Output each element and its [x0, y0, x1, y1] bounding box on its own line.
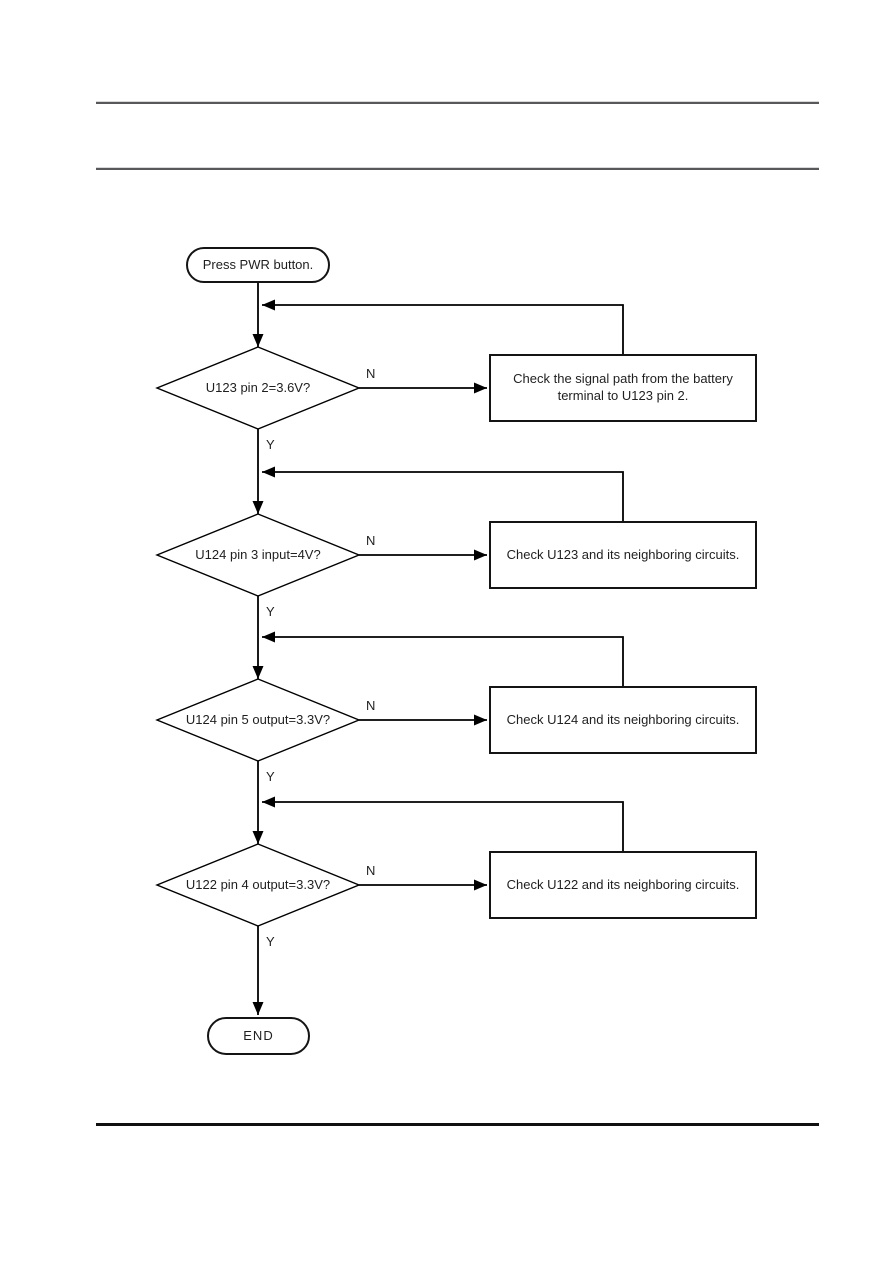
header-rule-bottom	[96, 168, 819, 170]
action-box-1: Check the signal path from the battery t…	[489, 354, 757, 422]
action-box-2: Check U123 and its neighboring circuits.	[489, 521, 757, 589]
action-box-2-label: Check U123 and its neighboring circuits.	[506, 546, 740, 562]
decision-3-label: U124 pin 5 output=3.3V?	[185, 712, 331, 727]
edge-feedback-1	[262, 299, 624, 354]
action-box-4: Check U122 and its neighboring circuits.	[489, 851, 757, 919]
decision-4-label: U122 pin 4 output=3.3V?	[185, 877, 331, 892]
action-box-3: Check U124 and its neighboring circuits.	[489, 686, 757, 754]
decision-diamond-1	[155, 346, 361, 430]
footer-rule	[96, 1123, 819, 1126]
branch-yes-label-3: Y	[266, 769, 275, 784]
branch-no-label-1: N	[366, 366, 376, 381]
branch-no-label-3: N	[366, 698, 376, 713]
branch-no-label-4: N	[366, 863, 376, 878]
edge-feedback-4	[262, 796, 624, 851]
branch-yes-label-1: Y	[266, 437, 275, 452]
edge-feedback-3	[262, 631, 624, 686]
decision-2-label: U124 pin 3 input=4V?	[195, 547, 321, 562]
end-terminal: END	[207, 1017, 310, 1055]
edge-feedback-2	[262, 466, 624, 521]
action-box-3-label: Check U124 and its neighboring circuits.	[506, 711, 740, 727]
start-terminal-label: Press PWR button.	[202, 256, 314, 272]
decision-diamond-4	[155, 843, 361, 927]
branch-yes-label-2: Y	[266, 604, 275, 619]
decision-diamond-3	[155, 678, 361, 762]
decision-diamond-2	[155, 513, 361, 597]
action-box-1-label: Check the signal path from the battery t…	[513, 371, 733, 403]
decision-1-label: U123 pin 2=3.6V?	[205, 380, 311, 395]
branch-yes-label-4: Y	[266, 934, 275, 949]
end-terminal-label: END	[243, 1027, 274, 1043]
action-box-4-label: Check U122 and its neighboring circuits.	[506, 876, 740, 892]
start-terminal: Press PWR button.	[186, 247, 330, 283]
header-rule-top	[96, 102, 819, 104]
branch-no-label-2: N	[366, 533, 376, 548]
